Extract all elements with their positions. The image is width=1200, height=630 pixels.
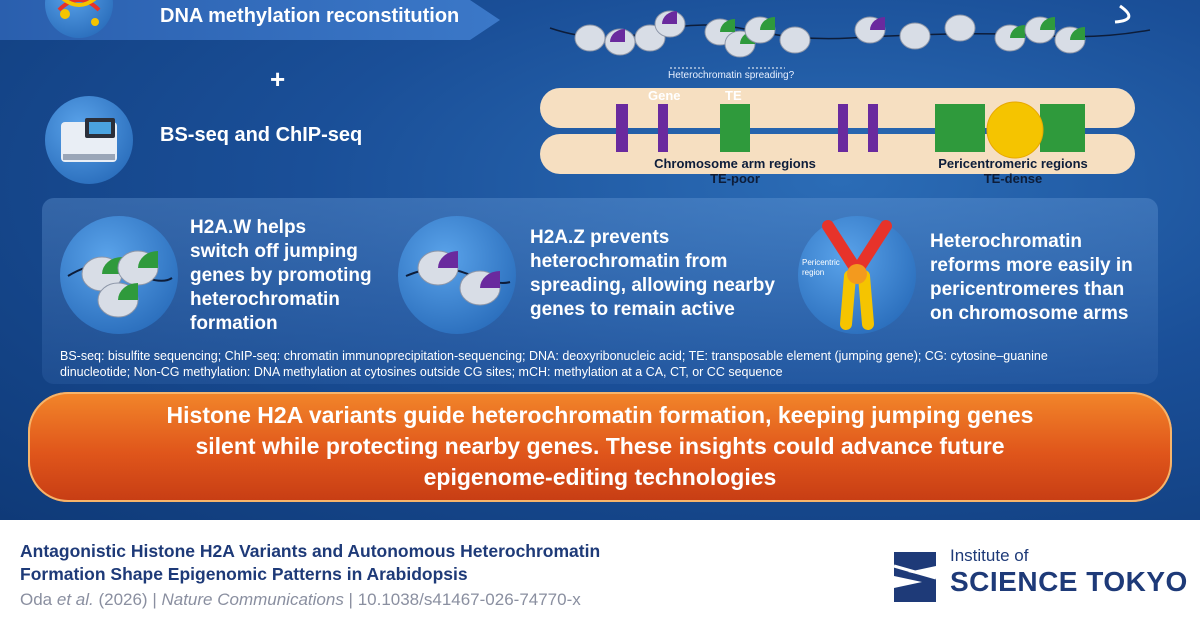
gene-label: Gene	[648, 88, 681, 103]
citation-journal: Nature Communications	[161, 590, 344, 609]
finding-1-line1: H2A.W helps	[190, 217, 307, 238]
h2az-nucleosome-icon	[398, 216, 516, 334]
finding-2-line1: H2A.Z prevents	[530, 227, 670, 248]
finding-1-line5: formation	[190, 313, 278, 334]
step1-label: DNA methylation reconstitution	[160, 5, 460, 27]
citation-year: (2026) |	[93, 590, 162, 609]
findings-panel	[42, 198, 1158, 384]
arm-label: Chromosome arm regions TE-poor	[650, 156, 820, 186]
chromosome-x-icon: Pericentric region	[798, 216, 916, 334]
finding-1-line4: heterochromatin	[190, 289, 340, 310]
abbreviations-line2: dinucleotide; Non-CG methylation: DNA me…	[60, 365, 783, 379]
peri-label: Pericentromeric regions TE-dense	[928, 156, 1098, 186]
pericentric-label-line2: region	[802, 268, 825, 277]
sequencer-icon	[45, 96, 133, 184]
summary-banner: Histone H2A variants guide heterochromat…	[28, 392, 1172, 502]
logo-line1: Institute of	[950, 546, 1029, 565]
finding-3-text: Heterochromatin reforms more easily in p…	[930, 230, 1133, 326]
finding-1-line2: switch off jumping	[190, 241, 358, 262]
logo-line2: SCIENCE TOKYO	[950, 566, 1188, 597]
citation-etal: et al.	[52, 590, 94, 609]
finding-2-line4: genes to remain active	[530, 299, 735, 320]
citation: Oda et al. (2026) | Nature Communication…	[20, 590, 581, 610]
chromosome-diagram	[540, 88, 1135, 174]
summary-text: Histone H2A variants guide heterochromat…	[68, 400, 1132, 493]
summary-line3: epigenome-editing technologies	[423, 464, 777, 490]
summary-line1: Histone H2A variants guide heterochromat…	[166, 402, 1034, 428]
finding-3-line1: Heterochromatin	[930, 231, 1083, 252]
paper-title-line1: Antagonistic Histone H2A Variants and Au…	[20, 541, 601, 561]
pericentric-label: Pericentric region	[802, 258, 840, 278]
finding-2-line2: heterochromatin from	[530, 251, 728, 272]
paper-title-line2: Formation Shape Epigenomic Patterns in A…	[20, 564, 468, 584]
arm-label-line1: Chromosome arm regions	[654, 156, 816, 171]
te-label: TE	[725, 88, 742, 103]
nucleosome-chain	[549, 4, 1151, 69]
abbreviations: BS-seq: bisulfite sequencing; ChIP-seq: …	[60, 348, 1160, 380]
science-tokyo-logo-icon	[893, 552, 937, 602]
summary-line2: silent while protecting nearby genes. Th…	[195, 433, 1005, 459]
pericentric-label-line1: Pericentric	[802, 258, 840, 267]
plus-sign: +	[270, 64, 286, 94]
citation-author: Oda	[20, 590, 53, 609]
finding-2-line3: spreading, allowing nearby	[530, 275, 775, 296]
finding-3-line3: pericentromeres than	[930, 279, 1125, 300]
citation-doi: | 10.1038/s41467-026-74770-x	[343, 590, 581, 609]
step2-label: BS-seq and ChIP-seq	[160, 124, 363, 146]
finding-2-text: H2A.Z prevents heterochromatin from spre…	[530, 226, 775, 322]
finding-1-text: H2A.W helps switch off jumping genes by …	[190, 216, 372, 336]
h2aw-nucleosome-icon	[60, 216, 178, 334]
finding-3-line4: on chromosome arms	[930, 303, 1129, 324]
arm-label-line2: TE-poor	[710, 171, 760, 186]
peri-label-line2: TE-dense	[983, 171, 1043, 186]
finding-3-line2: reforms more easily in	[930, 255, 1133, 276]
paper-title: Antagonistic Histone H2A Variants and Au…	[20, 540, 720, 586]
spreading-label: Heterochromatin spreading?	[668, 70, 795, 81]
abbreviations-line1: BS-seq: bisulfite sequencing; ChIP-seq: …	[60, 349, 1048, 363]
finding-1-line3: genes by promoting	[190, 265, 372, 286]
dna-icon	[45, 0, 113, 38]
peri-label-line1: Pericentromeric regions	[938, 156, 1088, 171]
infographic: DNA methylation reconstitution + BS-seq …	[0, 0, 1200, 520]
